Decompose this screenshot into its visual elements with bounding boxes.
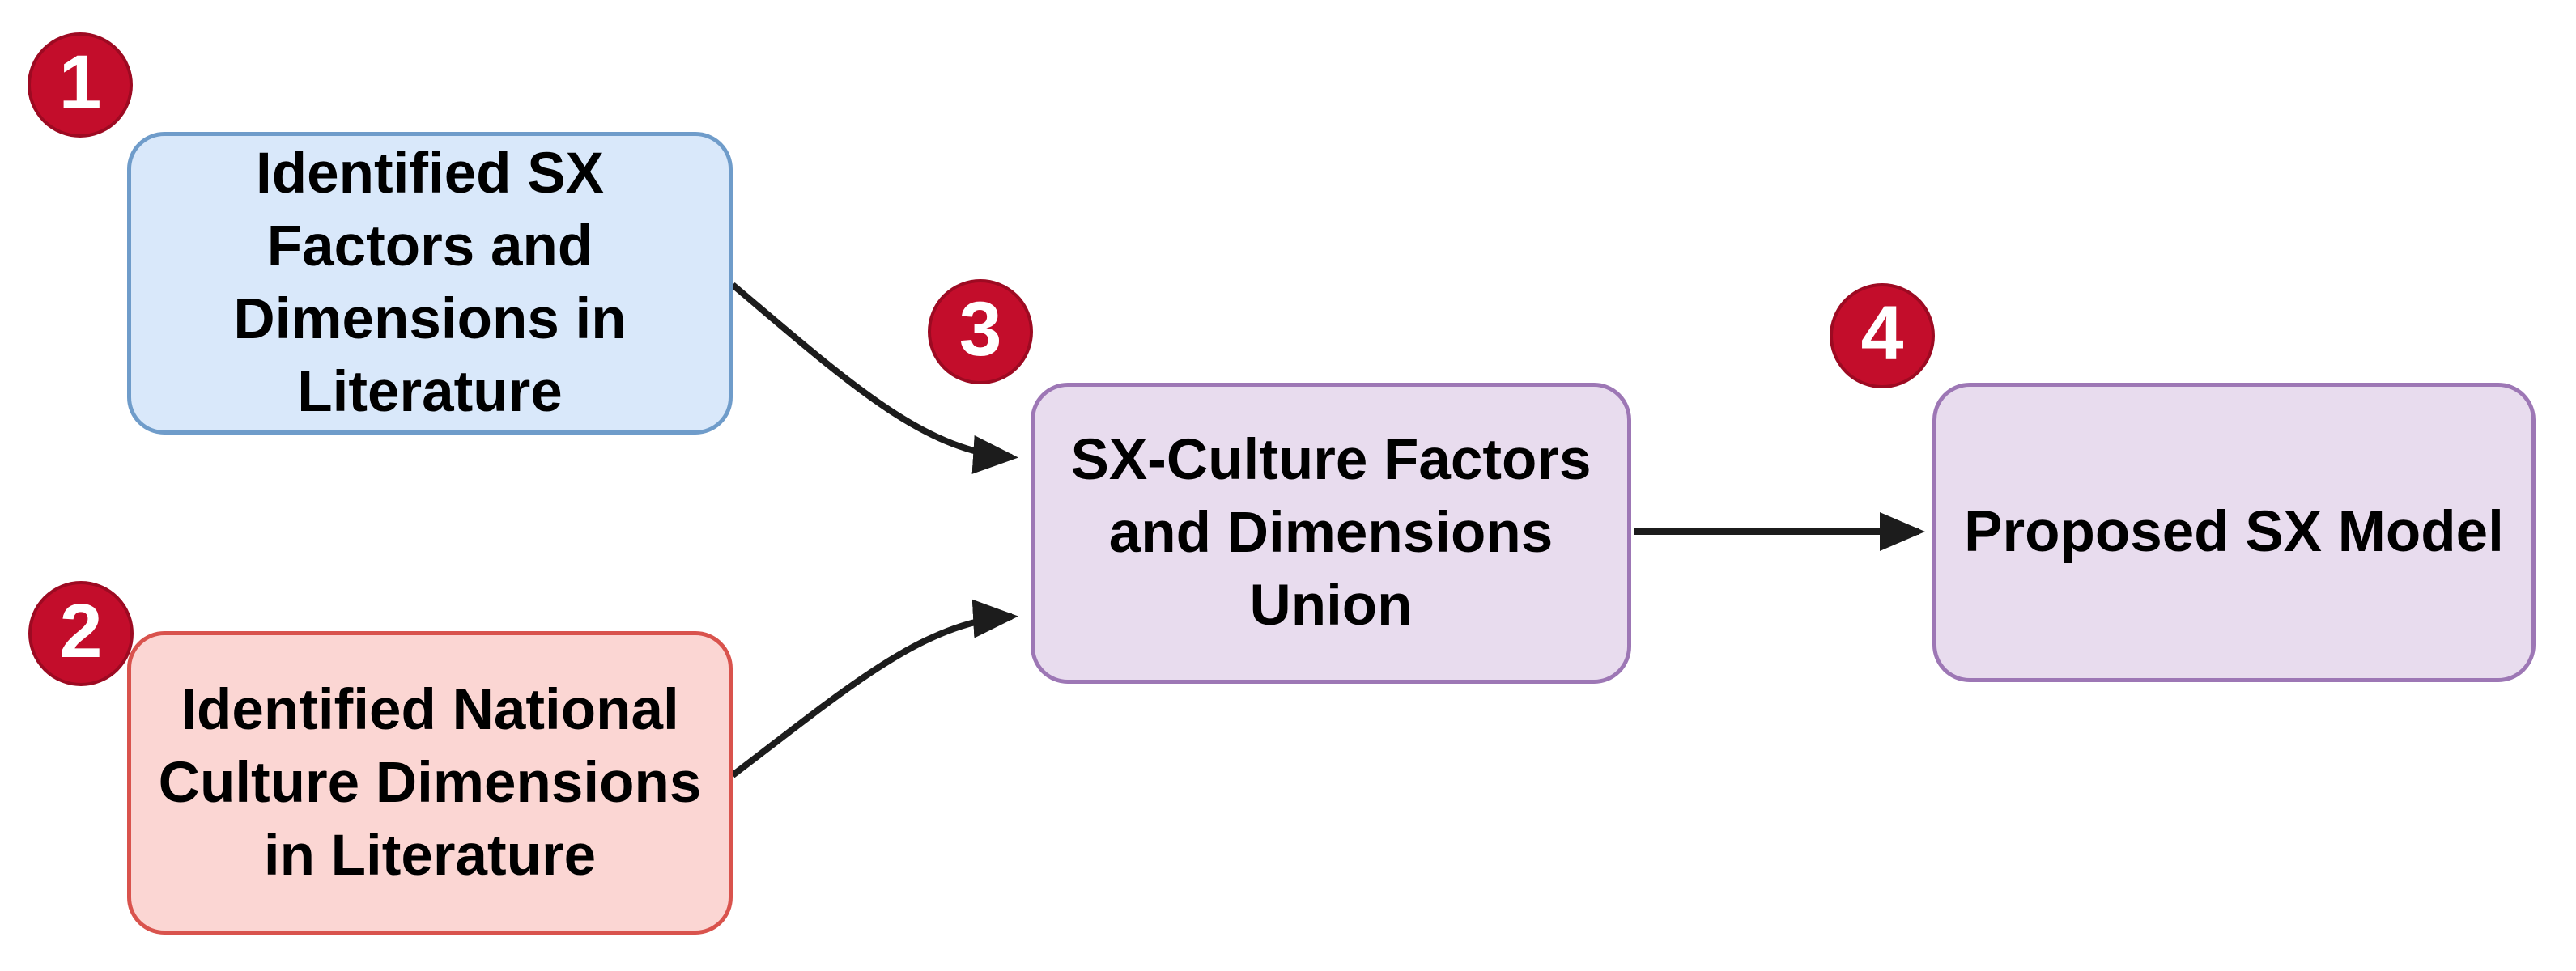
node-identified-sx-factors-label: Identified SX Factors and Dimensions in … xyxy=(233,142,627,424)
step-badge-3: 3 xyxy=(928,279,1033,384)
node-identified-national-culture-label: Identified National Culture Dimensions i… xyxy=(158,677,702,888)
step-badge-4-number: 4 xyxy=(1860,290,1904,376)
step-badge-2-number: 2 xyxy=(59,587,103,674)
node-sx-culture-union: SX-Culture Factors and Dimensions Union xyxy=(1031,383,1631,684)
step-badge-4: 4 xyxy=(1830,283,1935,388)
step-badge-1-number: 1 xyxy=(58,39,102,125)
node-sx-culture-union-label: SX-Culture Factors and Dimensions Union xyxy=(1070,428,1592,638)
step-badge-1: 1 xyxy=(28,32,133,138)
step-badge-3-number: 3 xyxy=(959,286,1002,372)
node-identified-national-culture: Identified National Culture Dimensions i… xyxy=(127,631,733,935)
node-identified-sx-factors: Identified SX Factors and Dimensions in … xyxy=(127,132,733,435)
step-badge-2: 2 xyxy=(28,581,134,686)
node-proposed-sx-model: Proposed SX Model xyxy=(1932,383,2536,682)
edge-node2-to-node3 xyxy=(730,599,1018,778)
node-proposed-sx-model-label: Proposed SX Model xyxy=(1964,500,2504,564)
